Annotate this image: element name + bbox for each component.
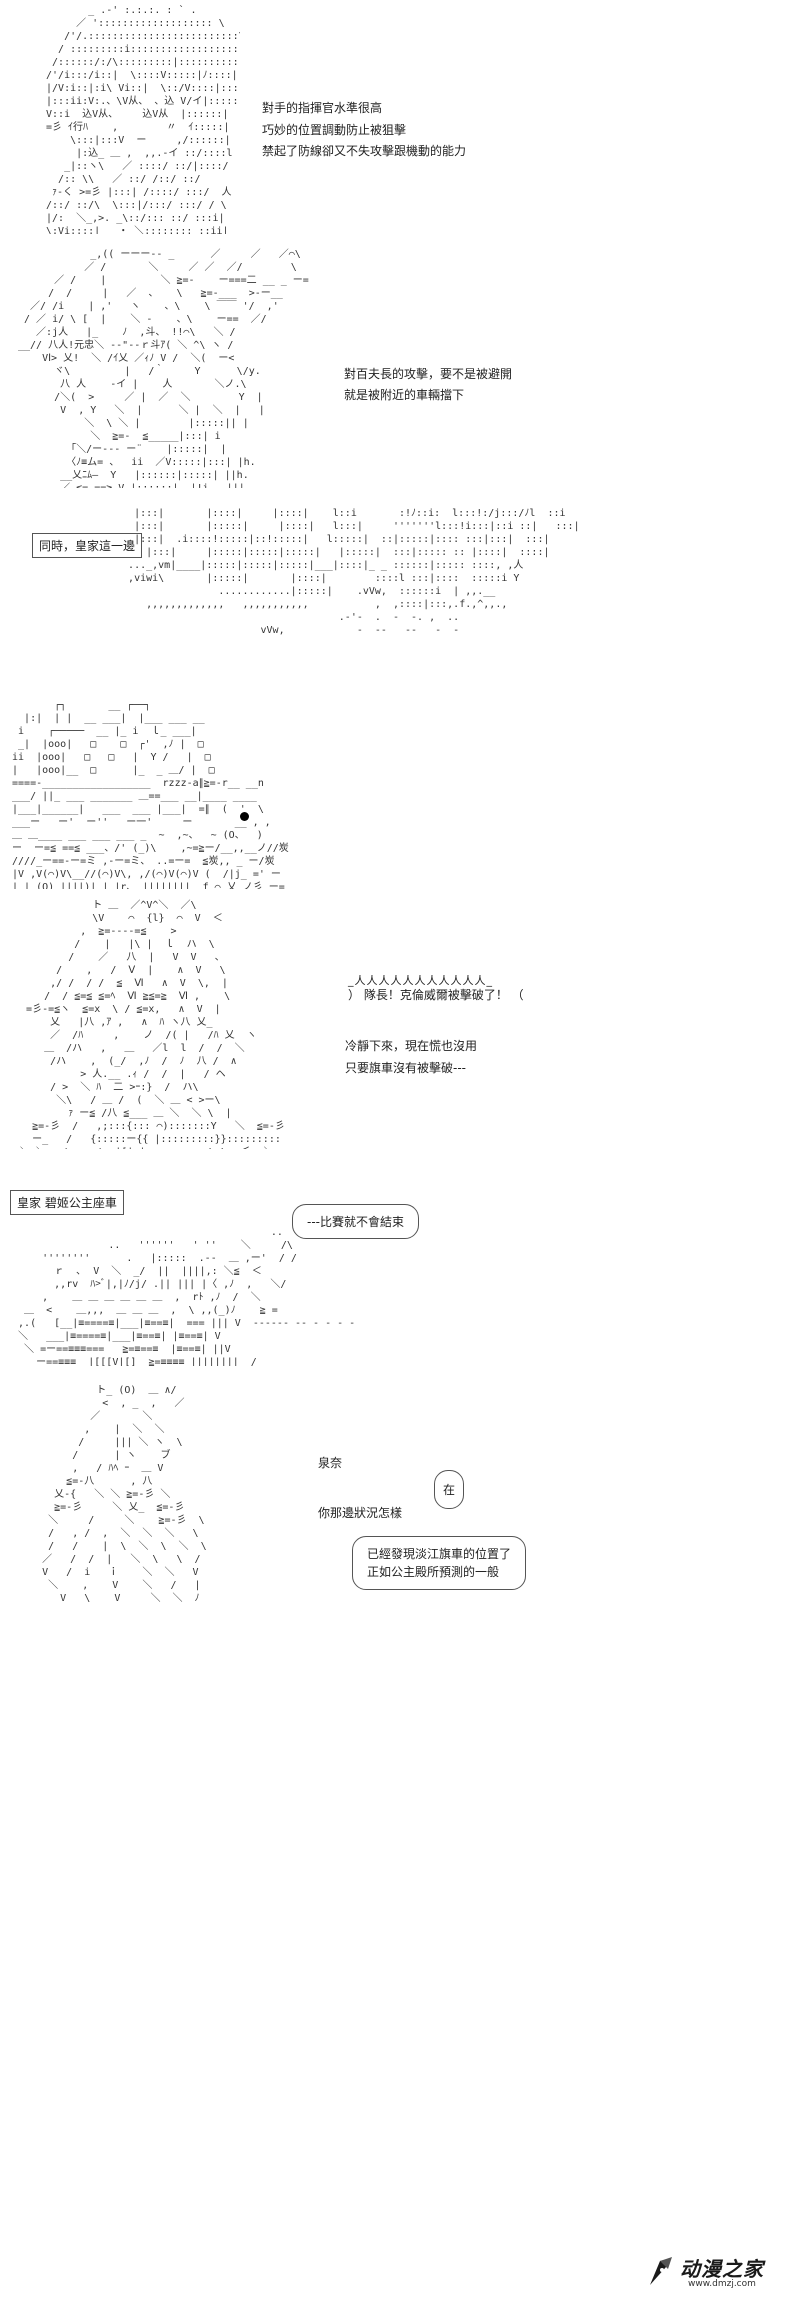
panel-7: ト_ (O) ＿ ∧/ < , _ , ／ ／ ＼ , | ＼ ＼ / ||| …	[0, 1380, 800, 2299]
narration-line: 對手的指揮官水準很高	[262, 101, 383, 115]
panel-4: ┌┐ __ ┌──┐ |:| | | __ ___| |___ ___ __ i…	[0, 695, 800, 895]
ascii-art-character-2: _,(( ーーー-- _ ／ ／ ／⌒\ ／ / ＼ ／ ／ ／/ \ ／ / …	[18, 249, 309, 488]
caption-box: 同時，皇家這一邊	[32, 533, 143, 558]
shout-text: ） 隊長！克倫威爾被擊破了！ （	[348, 988, 524, 1002]
muzzle-flash-icon	[240, 812, 249, 821]
dialogue-line: 冷靜下來，現在慌也沒用	[345, 1039, 478, 1053]
watermark-brand: 动漫之家	[680, 2257, 764, 2281]
shout-spikes-top: _人人人人人人人人人人人_	[348, 974, 493, 987]
panel-5: ト ＿ ／^V^＼ ／\ \V ⌒ {l} ⌒ V ＜ , ≧=----=≦ >…	[0, 895, 800, 1155]
dialogue-line: 只要旗車沒有被擊破---	[345, 1061, 466, 1075]
speaker-name: 泉奈	[318, 1456, 343, 1470]
dialogue-line: 你那邊狀況怎樣	[318, 1506, 403, 1520]
panel-3: 同時，皇家這一邊 |:::| |::::| |::::| l::i :!ﾉ::i…	[0, 495, 800, 685]
panel-6: 皇家 碧姬公主座車 ---比賽就不會結束 .. .. '''''' ' '' ＼…	[0, 1160, 800, 1370]
caption-box: 皇家 碧姬公主座車	[10, 1190, 124, 1215]
speech-bubble-report: 已經發現淡江旗車的位置了 正如公主殿所預測的一般	[352, 1536, 527, 1590]
narration-line: 巧妙的位置調動防止被狙擊	[262, 123, 407, 137]
watermark: 动漫之家 www.dmzj.com	[646, 2253, 786, 2293]
report-line: 正如公主殿所預測的一般	[367, 1565, 500, 1579]
ascii-art-forest: |:::| |::::| |::::| l::i :!ﾉ::i: l:::!:/…	[128, 508, 580, 636]
report-line: 已經發現淡江旗車的位置了	[367, 1547, 512, 1561]
ascii-art-tank: ┌┐ __ ┌──┐ |:| | | __ ___| |___ ___ __ i…	[12, 700, 297, 889]
narration-line: 對百夫長的攻擊，要不是被避開	[344, 367, 513, 381]
ascii-art-royal-tank: .. .. '''''' ' '' ＼ /\ '''''''' . |:::::…	[18, 1227, 356, 1366]
narration-line: 就是被附近的車輛擋下	[344, 388, 465, 402]
narration-line: 禁起了防線卻又不失攻擊跟機動的能力	[262, 144, 467, 158]
watermark-url: www.dmzj.com	[688, 2279, 756, 2289]
ascii-art-character-3: ト ＿ ／^V^＼ ／\ \V ⌒ {l} ⌒ V ＜ , ≧=----=≦ >…	[20, 900, 285, 1149]
ascii-art-character-1: _ .-' :.:.:. : ` . ／ '::::::::::::::::::…	[46, 5, 240, 234]
speech-bubble-reply: 在	[434, 1470, 465, 1509]
shout-text-content: 隊長！克倫威爾被擊破了！	[363, 988, 508, 1002]
panel-1: _ .-' :.:.:. : ` . ／ '::::::::::::::::::…	[0, 0, 800, 240]
shout-bubble: _人人人人人人人人人人人_ ） 隊長！克倫威爾被擊破了！ （	[348, 975, 524, 1003]
pen-nib-logo-icon	[650, 2257, 672, 2285]
speech-bubble: ---比賽就不會結束	[292, 1204, 419, 1239]
panel-2: _,(( ーーー-- _ ／ ／ ／⌒\ ／ / ＼ ／ ／ ／/ \ ／ / …	[0, 240, 800, 495]
ascii-art-character-4: ト_ (O) ＿ ∧/ < , _ , ／ ／ ＼ , | ＼ ＼ / ||| …	[12, 1385, 207, 1604]
